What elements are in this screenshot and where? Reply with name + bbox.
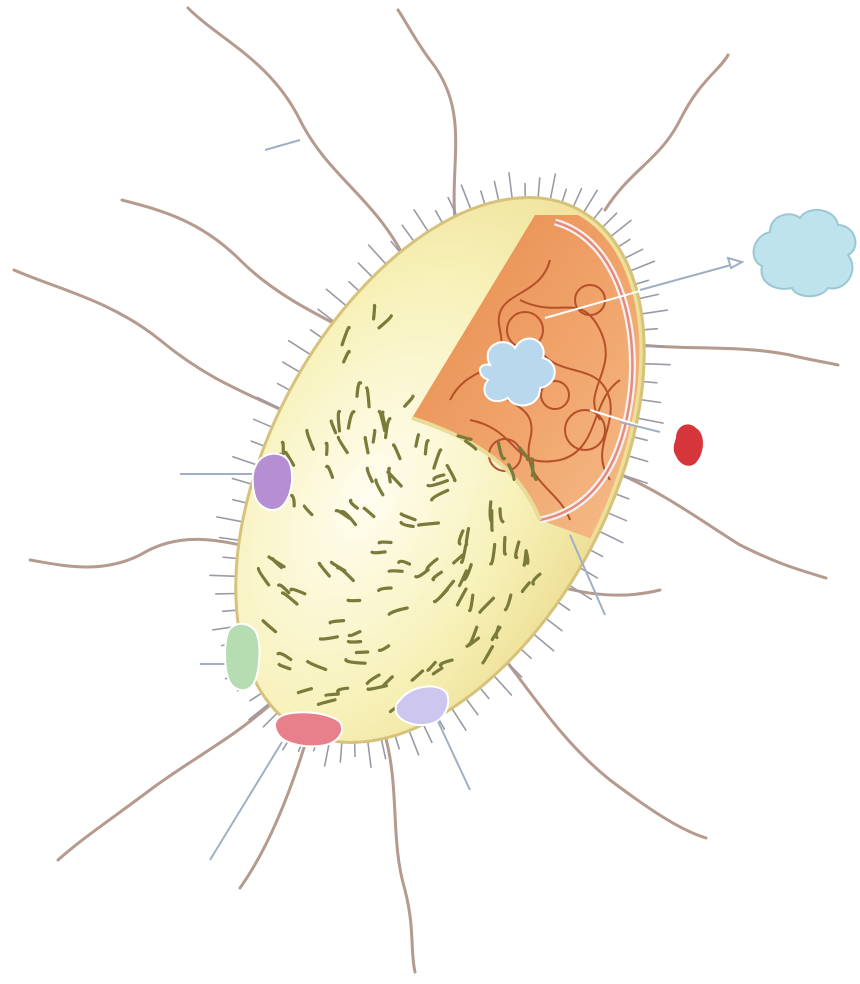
rim-pilus [381,739,385,759]
rim-pilus [599,531,622,542]
rim-pilus [494,676,512,695]
flagellum [385,735,415,972]
rim-pilus [340,742,342,762]
surface-pilus [372,552,385,553]
rim-pilus [509,173,512,199]
rim-pilus [534,634,554,651]
rim-pilus [643,382,657,383]
rim-pilus [546,619,562,631]
rim-pilus [223,557,237,558]
surface-pilus [326,443,327,454]
rim-pilus [603,213,617,227]
rim-pilus [452,708,466,730]
surface-pilus [282,442,283,454]
rim-pilus [611,220,631,236]
external-blue-blob [754,210,856,296]
rim-pilus [278,384,290,391]
rim-pilus [635,280,648,284]
rim-pilus [423,724,432,742]
rim-pilus [233,500,247,503]
rim-pilus [466,699,478,715]
rim-pilus [584,190,598,212]
rim-pilus [223,610,237,611]
rim-pilus [402,225,414,241]
rim-pilus [368,741,371,767]
green-protein [225,624,259,690]
surface-pilus [373,430,375,442]
surface-pilus [348,642,360,643]
surface-pilus [374,305,375,318]
rim-pilus [254,419,272,427]
flagellum [640,345,838,365]
rim-pilus [395,736,399,749]
rim-pilus [283,362,300,372]
rim-pilus [232,479,251,485]
rim-pilus [630,261,654,271]
rim-pilus [634,437,648,440]
surface-pilus [504,538,505,555]
external-red-blob [674,424,703,465]
rim-pilus [625,249,643,258]
rim-pilus [349,282,359,291]
surface-pilus [526,551,528,564]
rim-pilus [481,191,485,204]
rim-pilus [289,341,311,355]
rim-pilus [573,189,581,207]
surface-pilus [379,542,391,543]
surface-pilus [326,694,338,695]
rim-pilus [521,649,531,658]
rim-pilus [641,400,661,403]
flagellum [58,705,270,860]
flagellum [605,55,728,210]
rim-pilus [311,330,323,338]
flagellum [30,539,262,567]
rim-pilus [358,263,372,277]
rim-pilus [210,575,236,576]
rim-pilus [639,294,659,298]
rim-pilus [618,239,630,247]
surface-pilus [389,571,402,572]
rim-pilus [562,189,566,202]
rim-pilus [494,181,498,201]
flagellum [398,10,456,220]
surface-pilus [532,459,533,476]
rim-pilus [608,513,626,521]
rim-pilus [369,245,387,264]
rim-pilus [436,211,443,223]
surface-pilus [338,411,339,430]
rim-pilus [220,538,240,541]
rim-pilus [558,602,570,610]
rim-pilus [642,310,668,314]
rim-pilus [628,456,647,462]
rim-pilus [616,494,629,499]
rim-pilus [326,289,346,306]
flagellum [188,8,410,270]
surface-pilus [356,652,367,653]
rim-pilus [251,441,264,446]
rim-pilus [250,693,262,701]
rim-pilus [249,703,269,719]
rim-pilus [257,397,280,408]
rim-pilus [233,457,258,465]
rim-pilus [480,688,489,699]
flagellum [490,640,706,838]
flagellum [610,470,826,578]
rim-pilus [590,550,602,557]
rim-pilus [414,210,428,232]
rim-pilus [644,364,670,365]
rim-pilus [217,517,243,522]
rim-pilus [538,178,540,198]
rim-pilus [508,663,522,677]
pink-protein [275,712,342,746]
rim-pilus [461,185,471,209]
rim-pilus [409,731,419,755]
rim-pilus [593,208,602,219]
purple-protein [253,454,292,510]
rim-pilus [638,418,664,423]
rim-pilus [643,329,657,330]
rim-pilus [550,174,555,200]
